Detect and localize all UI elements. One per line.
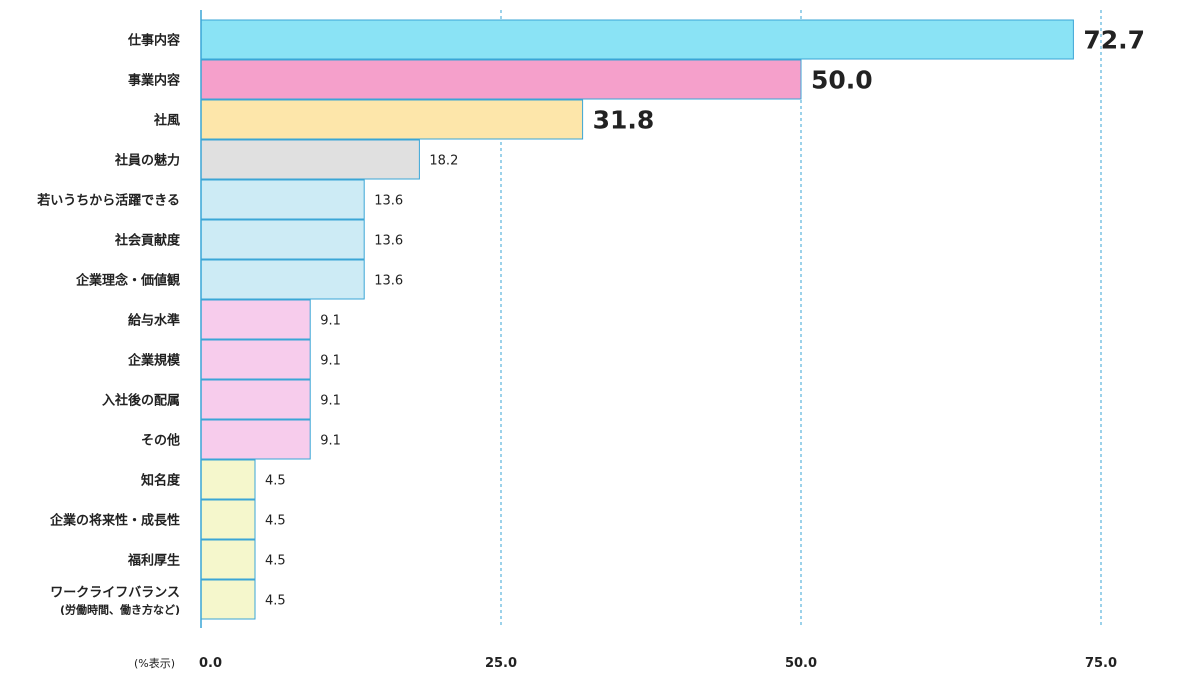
value-label-7: 9.1 (320, 314, 341, 329)
category-label-13: 福利厚生 (127, 553, 180, 569)
bar-7 (200, 299, 311, 340)
value-label-13: 4.5 (265, 554, 286, 569)
bars (200, 19, 1074, 620)
bar-11 (200, 459, 256, 500)
category-label-3: 社員の魅力 (114, 153, 180, 169)
value-label-2: 31.8 (593, 106, 655, 135)
value-label-5: 13.6 (374, 234, 403, 249)
bar-8 (200, 339, 311, 380)
x-axis-ticks: 0.0 25.0 50.0 75.0 (199, 656, 1117, 671)
category-label-0: 仕事内容 (127, 33, 180, 49)
bar-1 (200, 59, 802, 100)
value-label-1: 50.0 (811, 66, 873, 95)
bar-5 (200, 219, 365, 260)
category-label-8: 企業規模 (127, 353, 181, 369)
value-label-11: 4.5 (265, 474, 286, 489)
bar-13 (200, 539, 256, 580)
bar-3 (200, 139, 420, 180)
value-label-12: 4.5 (265, 514, 286, 529)
value-labels: 72.7 50.0 31.8 18.2 13.6 13.6 13.6 9.1 9.1 9.1 9.1… (265, 26, 1145, 609)
value-label-0: 72.7 (1083, 26, 1145, 55)
bar-0 (200, 19, 1074, 60)
value-label-3: 18.2 (429, 154, 458, 169)
category-label-10: その他 (141, 433, 180, 449)
value-label-4: 13.6 (374, 194, 403, 209)
x-tick-label-2: 50.0 (785, 656, 817, 671)
bar-12 (200, 499, 256, 540)
category-label-6: 企業理念・価値観 (75, 273, 180, 289)
value-label-10: 9.1 (320, 434, 341, 449)
value-label-9: 9.1 (320, 394, 341, 409)
value-label-14: 4.5 (265, 594, 286, 609)
category-label-1: 事業内容 (128, 73, 180, 89)
category-label-2: 社風 (153, 113, 180, 129)
category-label-11: 知名度 (141, 473, 181, 489)
bar-6 (200, 259, 365, 300)
bar-14 (200, 579, 256, 620)
value-label-8: 9.1 (320, 354, 341, 369)
x-tick-label-1: 25.0 (485, 656, 517, 671)
x-tick-label-3: 75.0 (1085, 656, 1117, 671)
category-label-4: 若いうちから活躍できる (36, 193, 180, 209)
category-sublabel-14: (労働時間、働き方など) (60, 603, 180, 617)
category-labels: 仕事内容事業内容社風社員の魅力若いうちから活躍できる社会貢献度企業理念・価値観給… (36, 33, 181, 617)
bar-4 (200, 179, 365, 220)
category-label-12: 企業の将来性・成長性 (49, 513, 180, 529)
grid-lines (500, 10, 1102, 628)
category-label-9: 入社後の配属 (102, 393, 180, 409)
unit-label: (%表示) (134, 656, 175, 670)
category-label-7: 給与水準 (128, 313, 180, 329)
category-label-14: ワークライフバランス (50, 586, 180, 601)
category-label-5: 社会貢献度 (114, 233, 181, 249)
bar-10 (200, 419, 311, 460)
x-tick-label-0: 0.0 (199, 656, 222, 671)
value-label-6: 13.6 (374, 274, 403, 289)
bar-9 (200, 379, 311, 420)
bar-2 (200, 99, 584, 140)
